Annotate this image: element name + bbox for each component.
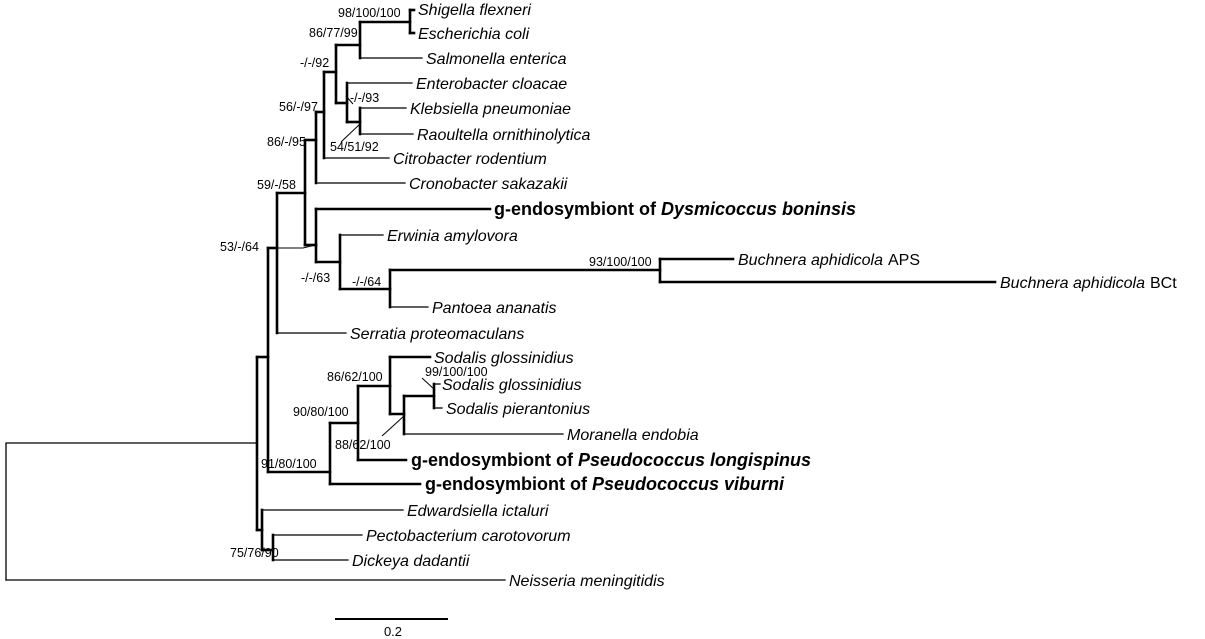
- taxon-raoultella-ornithinolytica: Raoultella ornithinolytica: [417, 127, 591, 144]
- support-node-97: 56/-/97: [279, 100, 318, 114]
- taxon-viburni-host: Pseudococcus viburni: [592, 474, 785, 494]
- taxon-serratia-proteomaculans: Serratia proteomaculans: [350, 326, 524, 343]
- scale-bar: 0.2: [335, 618, 448, 639]
- taxon-viburni-prefix: g-endosymbiont of: [425, 474, 592, 494]
- taxon-escherichia-coli: Escherichia coli: [418, 26, 530, 43]
- taxon-cronobacter-sakazakii: Cronobacter sakazakii: [409, 176, 568, 193]
- taxon-buchnera-aphidicola-aps: Buchnera aphidicola APS: [738, 252, 920, 269]
- taxon-neisseria-meningitidis: Neisseria meningitidis: [509, 573, 665, 590]
- taxon-citrobacter-rodentium: Citrobacter rodentium: [393, 151, 547, 168]
- taxon-pectobacterium-carotovorum: Pectobacterium carotovorum: [366, 528, 571, 545]
- support-longispinus-group: 90/80/100: [293, 405, 349, 419]
- support-sodalis-pair: 99/100/100: [425, 365, 488, 379]
- taxon-buchnera-aps-suffix: APS: [888, 252, 920, 269]
- taxon-dickeya-dadantii: Dickeya dadantii: [352, 553, 470, 570]
- branch-root: [5, 442, 258, 581]
- scale-bar-label: 0.2: [384, 624, 402, 639]
- support-shigella-ecoli-salmonella: 86/77/99: [309, 26, 358, 40]
- support-shigella-ecoli: 98/100/100: [338, 6, 401, 20]
- taxon-endosymbiont-longispinus: g-endosymbiont of Pseudococcus longispin…: [411, 450, 811, 470]
- support-values: 98/100/100 86/77/99 -/-/92 -/-/93 56/-/9…: [220, 6, 652, 560]
- taxon-longispinus-prefix: g-endosymbiont of: [411, 450, 578, 470]
- support-dickeya-group: 75/76/90: [230, 546, 279, 560]
- support-moranella-group: 88/62/100: [335, 438, 391, 452]
- taxon-sodalis-glossinidius-1: Sodalis glossinidius: [434, 350, 574, 367]
- support-node-58: 59/-/58: [257, 178, 296, 192]
- leader-moranella-group: [381, 415, 405, 437]
- taxon-erwinia-amylovora: Erwinia amylovora: [387, 228, 518, 245]
- support-node-64b: -/-/64: [352, 275, 381, 289]
- support-klebsiella-raoultella: -/-/93: [350, 91, 379, 105]
- taxon-pantoea-ananatis: Pantoea ananatis: [432, 300, 557, 317]
- taxon-buchnera-bct-suffix: BCt: [1150, 275, 1177, 292]
- taxon-edwardsiella-ictaluri: Edwardsiella ictaluri: [407, 503, 549, 520]
- support-enterobacter-group: 54/51/92: [330, 140, 379, 154]
- taxon-buchnera-bct-name: Buchnera aphidicola: [1000, 275, 1145, 292]
- support-viburni-group: 91/80/100: [261, 457, 317, 471]
- taxon-endosymbiont-viburni: g-endosymbiont of Pseudococcus viburni: [425, 474, 785, 494]
- taxon-sodalis-glossinidius-2: Sodalis glossinidius: [442, 377, 582, 394]
- support-leaders: [276, 95, 436, 437]
- taxon-endosymbiont-dysmicoccus: g-endosymbiont of Dysmicoccus boninsis: [494, 199, 856, 219]
- support-buchnera: 93/100/100: [589, 255, 652, 269]
- taxon-klebsiella-pneumoniae: Klebsiella pneumoniae: [410, 101, 571, 118]
- taxon-buchnera-aps-name: Buchnera aphidicola: [738, 252, 883, 269]
- taxon-longispinus-host: Pseudococcus longispinus: [578, 450, 811, 470]
- tree-branches: [5, 8, 997, 581]
- taxon-salmonella-enterica: Salmonella enterica: [426, 51, 567, 68]
- taxon-shigella-flexneri: Shigella flexneri: [418, 2, 531, 19]
- leader-klebsiella-raoultella: [345, 95, 354, 105]
- taxon-enterobacter-cloacae: Enterobacter cloacae: [416, 76, 567, 93]
- support-node-63: -/-/63: [301, 271, 330, 285]
- support-node-95: 86/-/95: [267, 135, 306, 149]
- support-sodalis-group: 86/62/100: [327, 370, 383, 384]
- taxon-sodalis-pierantonius: Sodalis pierantonius: [446, 401, 590, 418]
- leader-n64a: [276, 244, 316, 249]
- taxon-dysmicoccus-prefix: g-endosymbiont of: [494, 199, 661, 219]
- leader-sodalis-pair: [421, 377, 436, 391]
- taxon-buchnera-aphidicola-bct: Buchnera aphidicola BCt: [1000, 275, 1177, 292]
- taxon-labels: Shigella flexneri Escherichia coli Salmo…: [350, 2, 1177, 590]
- taxon-dysmicoccus-host: Dysmicoccus boninsis: [661, 199, 856, 219]
- taxon-moranella-endobia: Moranella endobia: [567, 427, 699, 444]
- support-node-64a: 53/-/64: [220, 240, 259, 254]
- support-node-92: -/-/92: [300, 56, 329, 70]
- leader-enterobacter-group: [340, 122, 362, 143]
